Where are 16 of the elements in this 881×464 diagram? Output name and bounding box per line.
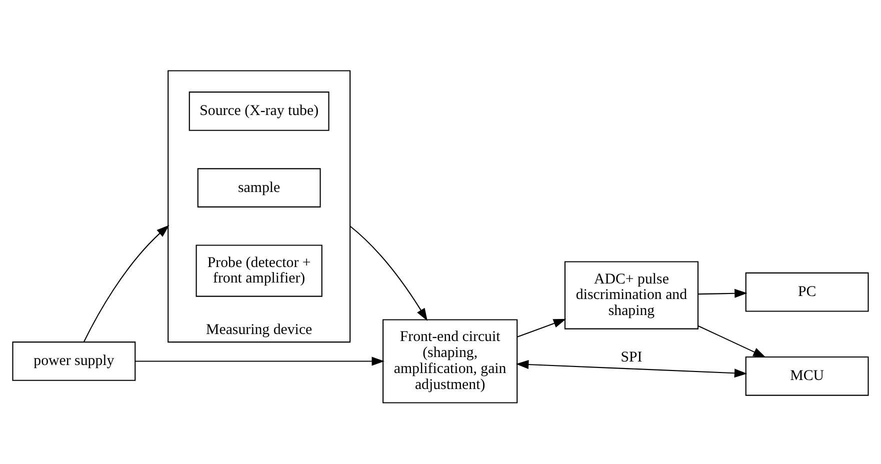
arrow: [350, 225, 428, 321]
arrow: [136, 356, 385, 366]
node-box: Probe (detector + front amplifier): [196, 244, 322, 296]
arrow: [84, 224, 170, 342]
arrow: [698, 324, 766, 357]
node-box: Front-end circuit (shaping, amplification, gain adjustment): [382, 318, 518, 403]
node-box: PC: [745, 272, 869, 312]
node-box: MCU: [745, 356, 869, 396]
node-box: power supply: [12, 341, 136, 380]
edge-label: SPI: [620, 348, 642, 365]
arrow: [517, 318, 566, 337]
arrow: [698, 288, 748, 298]
node-box: Source (X-ray tube): [188, 91, 330, 130]
node-box: sample: [197, 168, 321, 207]
node-box: ADC+ pulse discrimination and shaping: [564, 260, 699, 329]
arrow: [516, 360, 748, 378]
